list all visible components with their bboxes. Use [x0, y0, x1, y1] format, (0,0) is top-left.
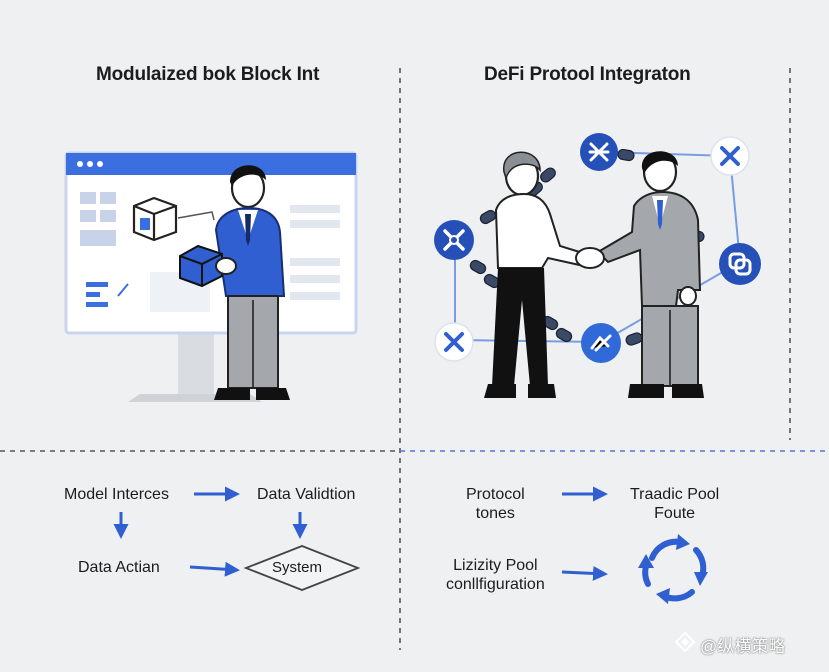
cycle-icon: [638, 534, 708, 604]
monitor-illustration: [64, 151, 358, 402]
watermark-text: @纵横策略: [700, 637, 786, 656]
flow-protocol-line2: tones: [475, 505, 515, 522]
handshake-illustration: [454, 148, 741, 398]
flow-trade-line1: Traadic Pool: [630, 486, 720, 503]
right-panel-title: DeFi Protool Integraton: [484, 64, 691, 85]
left-flow-arrows: [113, 486, 308, 577]
flow-trade-pool-route: Traadic Pool Foute: [630, 485, 719, 523]
defi-node-icon: [434, 322, 474, 362]
flow-data-validation: Data Validtion: [257, 486, 356, 503]
bridge-node-icon: [434, 220, 474, 260]
flow-data-action: Data Actian: [78, 559, 160, 576]
link-node-icon: [710, 136, 750, 176]
flow-liquidity-line1: Lizizity Pool: [453, 557, 538, 574]
watermark-logo-icon: [674, 631, 696, 653]
swap-node-icon: [719, 243, 761, 285]
system-diamond: [243, 545, 361, 591]
left-panel-title: Modulaized bok Block Int: [96, 64, 320, 85]
flow-protocol-tones: Protocol tones: [466, 485, 525, 523]
right-flow-arrows: [561, 486, 608, 581]
flow-liquidity-line2: conllfiguration: [446, 576, 545, 593]
liquidity-node-icon: [581, 323, 621, 363]
flow-liquidity-pool-config: Lizizity Pool conllfiguration: [446, 556, 545, 594]
protocol-node-icon: [580, 133, 618, 171]
flow-system: System: [272, 559, 323, 576]
flow-model-interface: Model Interces: [64, 486, 169, 503]
flow-protocol-line1: Protocol: [466, 486, 525, 503]
flow-trade-line2: Foute: [654, 505, 696, 522]
